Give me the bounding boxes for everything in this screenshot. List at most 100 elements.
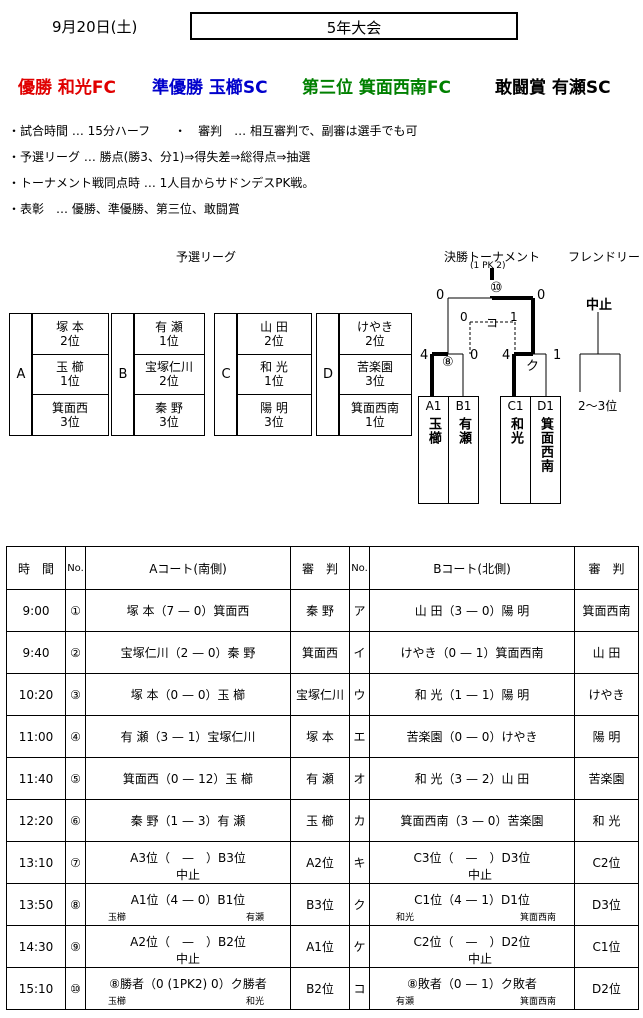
match-no-cell: ⑦: [65, 841, 86, 884]
match-no-cell-text: ⑥: [70, 813, 81, 828]
header-no: No.: [349, 546, 370, 590]
time-cell-text: 9:40: [22, 645, 50, 660]
referee-b-cell: D2位: [574, 967, 639, 1010]
court-b-match-cell: 山 田（3 — 0）陽 明: [369, 589, 575, 632]
match-no-cell-text: エ: [353, 730, 366, 744]
match-no-cell-text: ⑦: [70, 855, 81, 870]
court-b-match-cell-text: けやき（0 — 1）箕面西南: [400, 646, 544, 660]
referee-b-cell-text: C2位: [592, 856, 621, 870]
semi1-left-score: 4: [420, 348, 429, 363]
court-b-match-cell-text: 和 光（3 — 2）山 田: [414, 772, 530, 786]
court-b-match-cell: C1位（4 — 1）D1位和光箕面西南: [369, 883, 575, 926]
award-runner-up: 準優勝 玉櫛SC: [152, 78, 268, 98]
court-b-match-cell: 和 光（1 — 1）陽 明: [369, 673, 575, 716]
match-no-cell: ⑨: [65, 925, 86, 968]
match-no-cell: イ: [349, 631, 370, 674]
time-cell: 11:00: [6, 715, 66, 758]
referee-b-cell-text: 陽 明: [592, 730, 621, 744]
match-no-cell: ⑧: [65, 883, 86, 926]
referee-b-cell: 山 田: [574, 631, 639, 674]
cancelled-note: 中止: [176, 952, 201, 966]
friendly-slot: 2〜3位: [578, 399, 618, 413]
court-a-match-cell-text: ⑧勝者（0 (1PK2) 0）ク勝者: [109, 977, 267, 991]
court-b-match-cell: けやき（0 — 1）箕面西南: [369, 631, 575, 674]
referee-a-cell: 宝塚仁川: [290, 673, 350, 716]
court-b-match-cell-text: C3位（ — ）D3位: [413, 851, 531, 865]
friendly-status: 中止: [586, 298, 613, 313]
header-ref-b: 審 判: [574, 546, 639, 590]
referee-b-cell-text: 箕面西南: [582, 604, 631, 618]
referee-a-cell: 秦 野: [290, 589, 350, 632]
header-court-b: Bコート(北側): [369, 546, 575, 590]
match-no-cell: カ: [349, 799, 370, 842]
match-no-cell: ク: [349, 883, 370, 926]
time-cell: 13:10: [6, 841, 66, 884]
header-court-a: Aコート(南側): [85, 546, 291, 590]
court-a-match-cell-text: A2位（ — ）B2位: [130, 935, 246, 949]
match-no-cell: エ: [349, 715, 370, 758]
match-no-cell: ウ: [349, 673, 370, 716]
court-a-match-cell: A2位（ — ）B2位中止: [85, 925, 291, 968]
bracket-slot-d1: D1 箕面西南: [530, 396, 561, 504]
time-cell: 10:20: [6, 673, 66, 716]
match-no-cell: ①: [65, 589, 86, 632]
court-a-match-cell: 箕面西（0 — 12）玉 櫛: [85, 757, 291, 800]
court-a-match-cell-text: 有 瀬（3 — 1）宝塚仁川: [120, 730, 256, 744]
match-no-cell-text: ①: [70, 603, 81, 618]
court-a-match-cell-text: 塚 本（7 — 0）箕面西: [126, 604, 250, 618]
event-date: 9月20日(土): [52, 18, 138, 36]
note-league-rule: ・予選リーグ … 勝点(勝3、分1)⇒得失差⇒総得点⇒抽選: [8, 150, 311, 164]
team-subnote: 和光: [396, 913, 415, 923]
time-cell-text: 12:20: [18, 813, 54, 828]
referee-b-cell-text: D2位: [592, 982, 621, 996]
team-subnote: 玉櫛: [108, 997, 127, 1007]
referee-b-cell: D3位: [574, 883, 639, 926]
court-b-match-cell-text: 和 光（1 — 1）陽 明: [414, 688, 530, 702]
match-no-cell-text: ア: [353, 604, 366, 618]
court-b-match-cell: 苦楽園（0 — 0）けやき: [369, 715, 575, 758]
match-no-cell: ⑤: [65, 757, 86, 800]
header-no: No.: [65, 546, 86, 590]
court-a-match-cell-text: 箕面西（0 — 12）玉 櫛: [122, 772, 254, 786]
time-cell: 15:10: [6, 967, 66, 1010]
court-b-match-cell-text: C1位（4 — 1）D1位: [414, 893, 530, 907]
court-b-match-cell-text: C2位（ — ）D2位: [413, 935, 531, 949]
match-no-cell-text: ⑤: [70, 771, 81, 786]
court-a-match-cell: ⑧勝者（0 (1PK2) 0）ク勝者玉櫛和光: [85, 967, 291, 1010]
header-time: 時 間: [6, 546, 66, 590]
referee-a-cell-text: A1位: [306, 940, 334, 954]
court-a-match-cell-text: 塚 本（0 — 0）玉 櫛: [130, 688, 246, 702]
cancelled-note: 中止: [176, 868, 201, 882]
referee-b-cell-text: C1位: [592, 940, 621, 954]
match-no-cell: コ: [349, 967, 370, 1010]
referee-a-cell-text: A2位: [306, 856, 334, 870]
referee-a-cell-text: 宝塚仁川: [295, 688, 344, 702]
time-cell-text: 9:00: [22, 603, 50, 618]
referee-b-cell: けやき: [574, 673, 639, 716]
match-no-cell-text: ウ: [353, 688, 366, 702]
referee-a-cell: 有 瀬: [290, 757, 350, 800]
match-no-cell-text: ⑧: [70, 897, 81, 912]
schedule-table: 時 間 No. Aコート(南側) 審 判 No. Bコート(北側) 審 判 9:…: [6, 546, 639, 1010]
referee-a-cell: B3位: [290, 883, 350, 926]
match-no-cell-text: コ: [353, 982, 366, 996]
match-no-cell: ②: [65, 631, 86, 674]
time-cell-text: 15:10: [18, 981, 54, 996]
final-match-label: ⑩: [490, 280, 503, 296]
referee-b-cell: 箕面西南: [574, 589, 639, 632]
referee-a-cell-text: 有 瀬: [306, 772, 334, 786]
court-a-match-cell-text: A3位（ — ）B3位: [130, 851, 246, 865]
tournament-label: 決勝トーナメント: [444, 250, 541, 264]
court-b-match-cell-text: ⑧敗者（0 — 1）ク敗者: [407, 977, 537, 991]
match-no-cell-text: オ: [353, 772, 366, 786]
referee-a-cell-text: B2位: [306, 982, 334, 996]
referee-a-cell: 玉 櫛: [290, 799, 350, 842]
time-cell: 9:00: [6, 589, 66, 632]
time-cell-text: 13:10: [18, 855, 54, 870]
